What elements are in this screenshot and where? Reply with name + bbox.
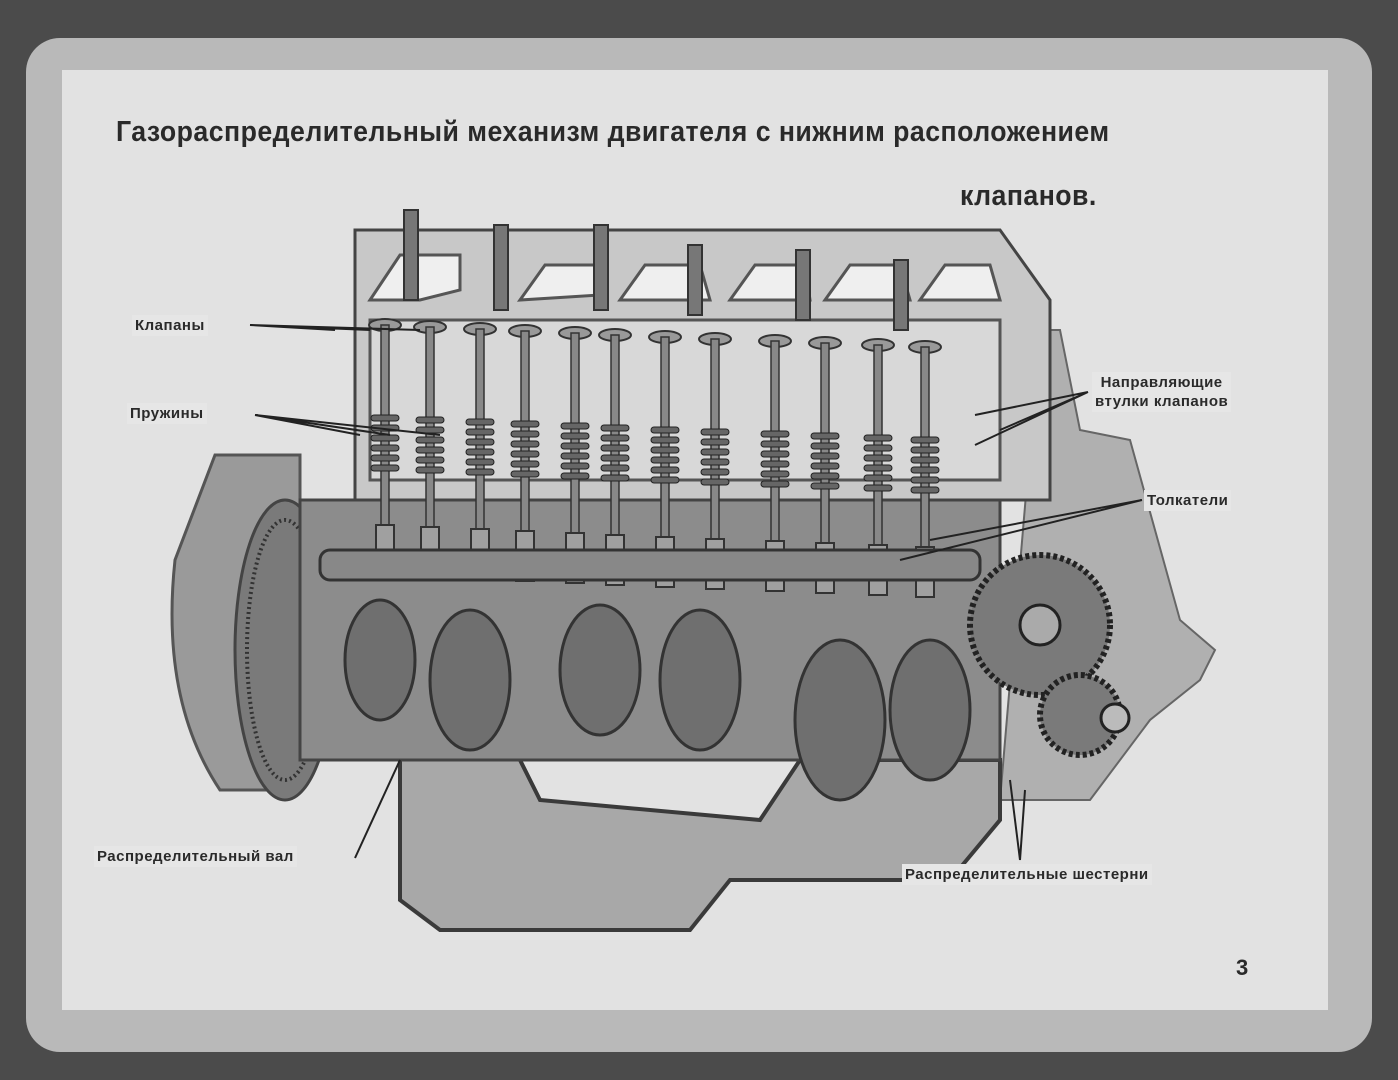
spring-coil (415, 466, 445, 474)
spring-coil (863, 454, 893, 462)
label-camshaft: Распределительный вал (94, 846, 297, 867)
spring-coil (810, 462, 840, 470)
spring-coil (600, 474, 630, 482)
spring-coil (415, 416, 445, 424)
spring-coil (650, 446, 680, 454)
spring-coil (650, 466, 680, 474)
crankshaft (343, 598, 972, 802)
spring-coil (810, 482, 840, 490)
spring-coil (510, 420, 540, 428)
spring-coil (465, 418, 495, 426)
label-timing-gears: Распределительные шестерни (902, 864, 1152, 885)
spring-coil (650, 426, 680, 434)
camshaft (318, 548, 982, 582)
spring-coil (863, 434, 893, 442)
spring-coil (370, 434, 400, 442)
spring-coil (650, 456, 680, 464)
spring-coil (810, 432, 840, 440)
spring-coil (760, 480, 790, 488)
spring-coil (760, 440, 790, 448)
slide-title-line1: Газораспределительный механизм двигателя… (116, 116, 1110, 148)
spring-coil (700, 468, 730, 476)
spring-coil (910, 476, 940, 484)
spring-coil (650, 476, 680, 484)
label-valves: Клапаны (132, 315, 208, 336)
spring-coil (415, 436, 445, 444)
spring-coil (700, 458, 730, 466)
spring-coil (650, 436, 680, 444)
spark-plugs (403, 209, 909, 331)
spring-coil (415, 456, 445, 464)
spring-coil (415, 446, 445, 454)
spring-coil (700, 448, 730, 456)
spring-coil (465, 458, 495, 466)
spring-coil (560, 432, 590, 440)
spring-coil (810, 472, 840, 480)
spring-coil (910, 456, 940, 464)
spring-coil (370, 454, 400, 462)
spring-coil (560, 442, 590, 450)
spring-coil (510, 470, 540, 478)
spring-coil (560, 452, 590, 460)
spring-coil (370, 444, 400, 452)
spring-coil (560, 472, 590, 480)
spring-coil (510, 460, 540, 468)
spring-coil (600, 454, 630, 462)
spring-coil (910, 446, 940, 454)
spring-coil (510, 450, 540, 458)
leader-lines (249, 324, 1143, 861)
spring-coil (910, 436, 940, 444)
label-valve-guides: Направляющие втулки клапанов (1092, 372, 1232, 412)
spring-coil (810, 452, 840, 460)
spring-coil (810, 442, 840, 450)
spring-coil (700, 438, 730, 446)
spring-coil (760, 460, 790, 468)
spring-coil (863, 474, 893, 482)
spring-coil (863, 444, 893, 452)
spring-coil (465, 468, 495, 476)
label-tappets: Толкатели (1144, 490, 1232, 511)
label-springs: Пружины (127, 403, 207, 424)
spring-coil (510, 430, 540, 438)
spring-coil (370, 414, 400, 422)
spring-coil (560, 462, 590, 470)
spring-coil (370, 464, 400, 472)
page-number: 3 (1236, 955, 1249, 980)
spring-coil (700, 478, 730, 486)
spring-coil (560, 422, 590, 430)
spring-coil (760, 450, 790, 458)
spring-coil (910, 466, 940, 474)
spring-coil (465, 438, 495, 446)
slide-title-line2: клапанов. (960, 180, 1097, 212)
spring-coil (910, 486, 940, 494)
spring-coil (600, 444, 630, 452)
spring-coil (760, 430, 790, 438)
spring-coil (863, 464, 893, 472)
label-valve-guides-line2: втулки клапанов (1095, 393, 1229, 410)
spring-coil (863, 484, 893, 492)
spring-coil (600, 464, 630, 472)
spring-coil (700, 428, 730, 436)
spring-coil (600, 424, 630, 432)
spring-coil (465, 428, 495, 436)
spring-coil (465, 448, 495, 456)
label-valve-guides-line1: Направляющие (1100, 374, 1223, 391)
spring-coil (510, 440, 540, 448)
spring-coil (760, 470, 790, 478)
spring-coil (600, 434, 630, 442)
